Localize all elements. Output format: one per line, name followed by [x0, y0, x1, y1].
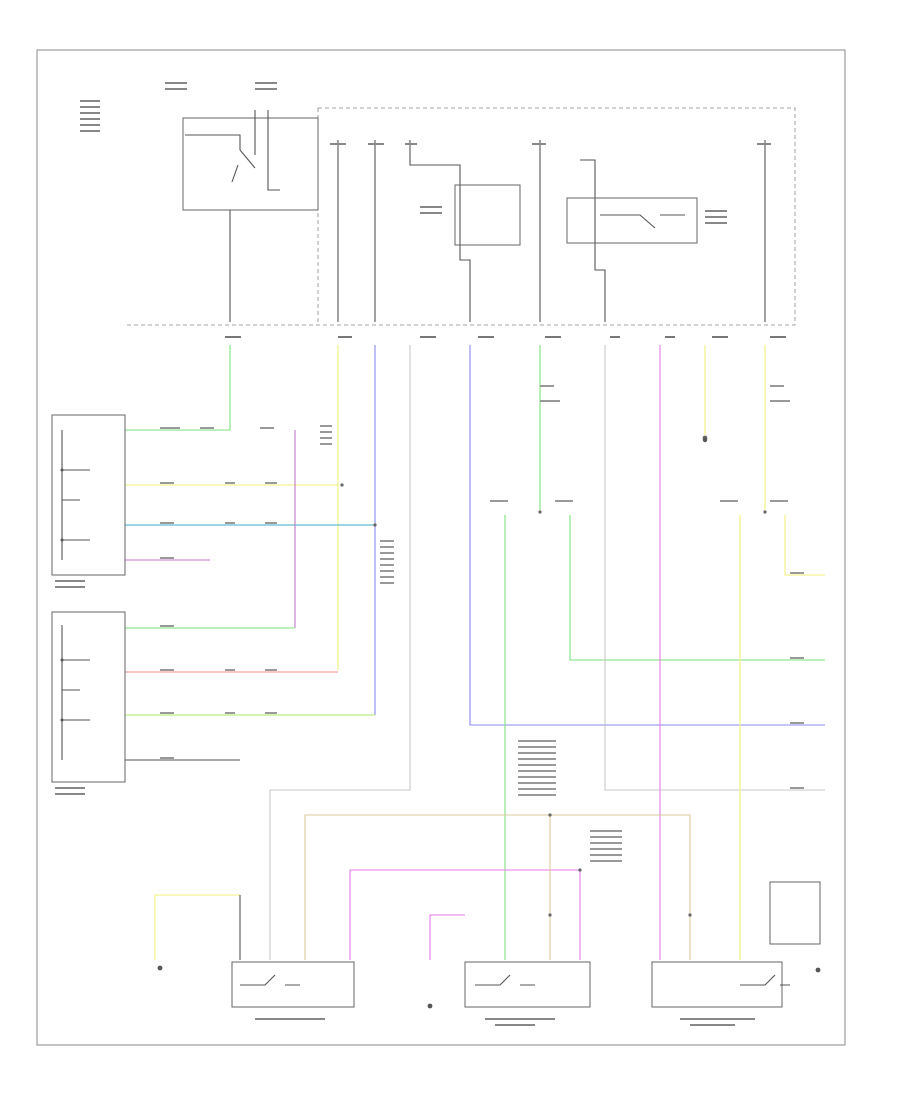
right-rear-door-latch — [651, 961, 790, 1026]
colored-wires — [125, 345, 825, 960]
right-front-door-latch — [231, 961, 355, 1020]
left-front-door-switch — [51, 414, 126, 588]
fuse-relay-section — [80, 82, 796, 326]
splice-points — [340, 435, 767, 917]
right-front-door-switch — [51, 611, 126, 795]
diagram-border — [36, 49, 846, 1046]
ground-box-right — [769, 881, 821, 945]
ground-symbols — [157, 437, 821, 1009]
connector-row — [225, 336, 786, 338]
left-rear-door-latch — [464, 961, 591, 1026]
wire-label-marks — [160, 385, 804, 862]
